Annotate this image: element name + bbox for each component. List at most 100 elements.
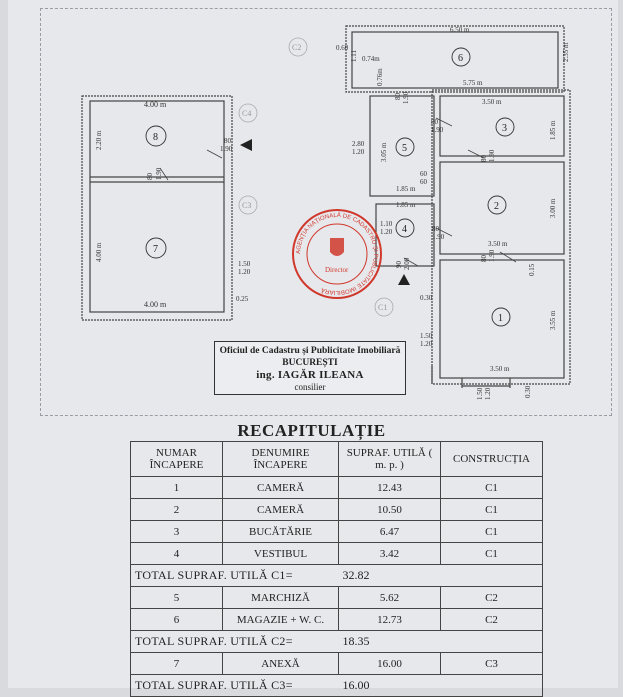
door-swing bbox=[435, 227, 453, 237]
cell-area: 12.73 bbox=[338, 608, 441, 631]
dim-label: 1.50 bbox=[476, 387, 484, 400]
annex-outer-wall bbox=[81, 95, 233, 321]
stamp-name: ing. IAGĂR ILEANA bbox=[256, 369, 364, 381]
cell-constr: C1 bbox=[440, 498, 543, 521]
cell-constr: C1 bbox=[440, 542, 543, 565]
round-seal-icon: AGENȚIA NAȚIONALĂ DE CADASTRU ȘI PUBLICI… bbox=[292, 209, 382, 299]
door-label: 90 bbox=[395, 261, 403, 269]
room-3-number: 3 bbox=[502, 123, 507, 134]
cell-name: ANEXĂ bbox=[222, 652, 339, 675]
door-label: 1.90 bbox=[488, 149, 496, 162]
recap-table: NUMAR ÎNCAPERE DENUMIRE ÎNCAPERE SUPRAF.… bbox=[130, 441, 543, 697]
room-number-circle bbox=[451, 47, 471, 67]
cell-num: 3 bbox=[130, 520, 223, 543]
total-value: 16.00 bbox=[338, 674, 441, 697]
total-label: TOTAL SUPRAF. UTILĂ C3= bbox=[130, 674, 339, 697]
dim-label: 4.00 m bbox=[144, 100, 167, 109]
dim-label: 1.50 bbox=[420, 332, 433, 340]
door-label: 80 bbox=[146, 173, 154, 181]
stamp-city: BUCUREȘTI bbox=[282, 358, 338, 368]
dim-label: 3.50 m bbox=[482, 98, 502, 106]
room-number-circle bbox=[145, 237, 167, 259]
plan-frame bbox=[40, 8, 612, 416]
seal-center-text: Director bbox=[325, 266, 349, 274]
door-label: 80 bbox=[431, 118, 439, 126]
cell-area: 6.47 bbox=[338, 520, 441, 543]
dim-label: 0.30 bbox=[524, 385, 532, 398]
dim-label: 1.50 bbox=[238, 260, 251, 268]
total-row-c2: TOTAL SUPRAF. UTILĂ C2= 18.35 bbox=[130, 630, 543, 653]
total-label: TOTAL SUPRAF. UTILĂ C2= bbox=[130, 630, 339, 653]
dim-label: 6.50 m bbox=[450, 26, 470, 34]
door-label: 1.90 bbox=[432, 233, 445, 241]
door-label: 80 bbox=[432, 225, 440, 233]
door-swing bbox=[159, 167, 169, 181]
cell-area: 16.00 bbox=[338, 652, 441, 675]
room-6-wall bbox=[351, 31, 559, 89]
dim-label: 1.20 bbox=[380, 228, 393, 236]
ref-circle bbox=[238, 103, 258, 123]
table-header-row: NUMAR ÎNCAPERE DENUMIRE ÎNCAPERE SUPRAF.… bbox=[130, 441, 543, 477]
room-number-circle bbox=[395, 137, 415, 157]
total-value: 18.35 bbox=[338, 630, 441, 653]
building-c1-outer bbox=[431, 89, 571, 385]
door-label: 80 bbox=[224, 137, 232, 145]
cell-name: BUCĂTĂRIE bbox=[222, 520, 339, 543]
cell-num: 6 bbox=[130, 608, 223, 631]
dim-label: 3.05 m bbox=[380, 142, 388, 162]
door-label: 80 bbox=[480, 155, 488, 163]
ref-c3: C3 bbox=[242, 201, 251, 210]
table-row: 1 CAMERĂ 12.43 C1 bbox=[130, 476, 543, 499]
door-label: 2.00 bbox=[403, 257, 411, 270]
dim-label: 3.55 m bbox=[549, 310, 557, 330]
ref-circle bbox=[288, 37, 308, 57]
cell-constr: C3 bbox=[440, 652, 543, 675]
dim-label: 0.76m bbox=[376, 68, 384, 86]
total-label: TOTAL SUPRAF. UTILĂ C1= bbox=[130, 564, 339, 587]
stamp-office: Oficiul de Cadastru și Publicitate Imobi… bbox=[219, 346, 401, 356]
dim-label: 0.25 bbox=[236, 295, 249, 303]
north-arrow-icon bbox=[398, 274, 410, 285]
dim-label: 2.35 m bbox=[562, 42, 570, 62]
ref-c1: C1 bbox=[378, 303, 387, 312]
dim-label: 1.20 bbox=[238, 268, 251, 276]
dim-label: 1.11 bbox=[350, 50, 358, 62]
cell-name: MAGAZIE + W. C. bbox=[222, 608, 339, 631]
dim-label: 1.85 m bbox=[396, 185, 416, 193]
building-c2-outer bbox=[345, 25, 565, 93]
cell-area: 3.42 bbox=[338, 542, 441, 565]
dim-label: 1.85 m bbox=[396, 201, 416, 209]
total-row-c1: TOTAL SUPRAF. UTILĂ C1= 32.82 bbox=[130, 564, 543, 587]
dim-label: 4.00 m bbox=[144, 300, 167, 309]
room-number-circle bbox=[487, 195, 507, 215]
room-2-number: 2 bbox=[494, 201, 499, 212]
total-row-c3: TOTAL SUPRAF. UTILĂ C3= 16.00 bbox=[130, 674, 543, 697]
dim-label: 0.60 bbox=[336, 44, 349, 52]
table-row: 4 VESTIBUL 3.42 C1 bbox=[130, 542, 543, 565]
dim-label: 2.20 m bbox=[95, 130, 103, 150]
room-number-circle bbox=[491, 307, 511, 327]
dim-label: 0.30 bbox=[420, 294, 433, 302]
total-blank bbox=[440, 564, 543, 587]
room-5-wall bbox=[369, 95, 435, 197]
room-1-wall bbox=[439, 259, 565, 379]
header-constr: CONSTRUCȚIA bbox=[440, 441, 543, 477]
room-number-circle bbox=[495, 117, 515, 137]
door-label: 60 bbox=[420, 178, 428, 186]
dim-label: 0.15 bbox=[528, 263, 536, 276]
north-arrow-icon bbox=[240, 139, 252, 151]
cell-name: VESTIBUL bbox=[222, 542, 339, 565]
cell-num: 1 bbox=[130, 476, 223, 499]
table-row: 2 CAMERĂ 10.50 C1 bbox=[130, 498, 543, 521]
dim-label: 2.80 bbox=[352, 140, 365, 148]
cadastre-stamp: Oficiul de Cadastru și Publicitate Imobi… bbox=[214, 341, 406, 395]
ref-circle bbox=[374, 297, 394, 317]
room-1-number: 1 bbox=[498, 313, 503, 324]
ref-circle bbox=[238, 195, 258, 215]
door-swing bbox=[467, 149, 485, 159]
header-num: NUMAR ÎNCAPERE bbox=[130, 441, 223, 477]
room-3-wall bbox=[439, 95, 565, 157]
recap-title: RECAPITULAȚIE bbox=[237, 421, 386, 440]
dim-label: 3.50 m bbox=[488, 240, 508, 248]
dim-label: 1.85 m bbox=[549, 120, 557, 140]
